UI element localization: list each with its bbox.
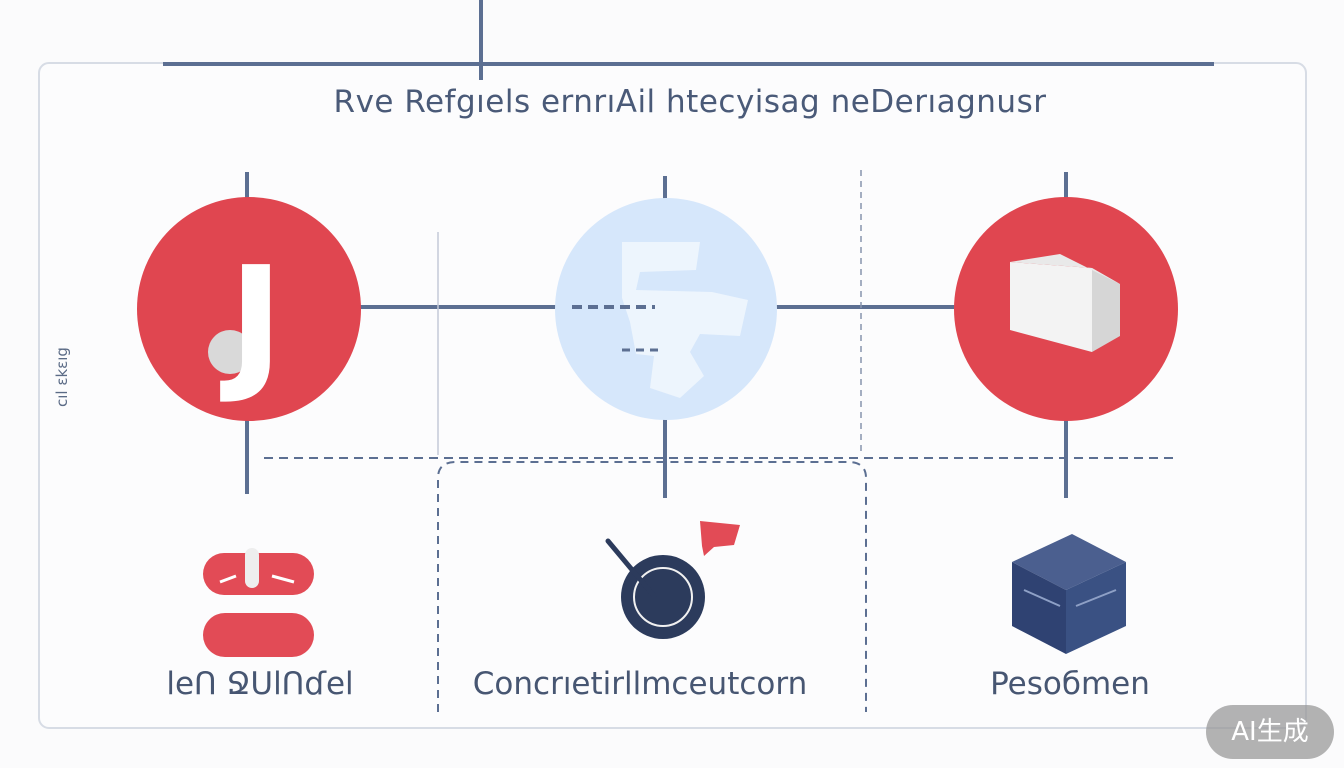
node-right-caption: Pesoбmen [990, 666, 1150, 702]
node-right-box-icon-side [1092, 268, 1120, 352]
bottom-left-stack-icon [203, 548, 314, 657]
ai-generated-badge: AI生成 [1206, 705, 1334, 759]
node-left-circle [137, 197, 361, 421]
diagram-title: Rve Refgıels ernrıAil htecyisag neDerıag… [333, 84, 1047, 120]
node-right-box-icon-top [1010, 254, 1120, 284]
node-left-caption: leՈ ՋՍlՈɗel [166, 666, 354, 702]
bottom-middle-dial-icon [605, 521, 740, 639]
node-left-glyph: J [219, 235, 283, 407]
node-middle[interactable] [555, 198, 777, 420]
node-left-dot [208, 330, 252, 374]
node-right[interactable] [954, 197, 1178, 421]
node-left[interactable] [137, 197, 361, 421]
node-middle-caption: Concrıetirllmceutcorn [472, 666, 808, 702]
node-middle-abstract-icon [622, 242, 748, 398]
side-label: cıl ɛkɛıg [53, 347, 71, 407]
middle-dashed-box [437, 461, 867, 712]
bottom-right-cube-icon [1012, 534, 1126, 654]
node-right-box-icon-front [1010, 262, 1092, 352]
